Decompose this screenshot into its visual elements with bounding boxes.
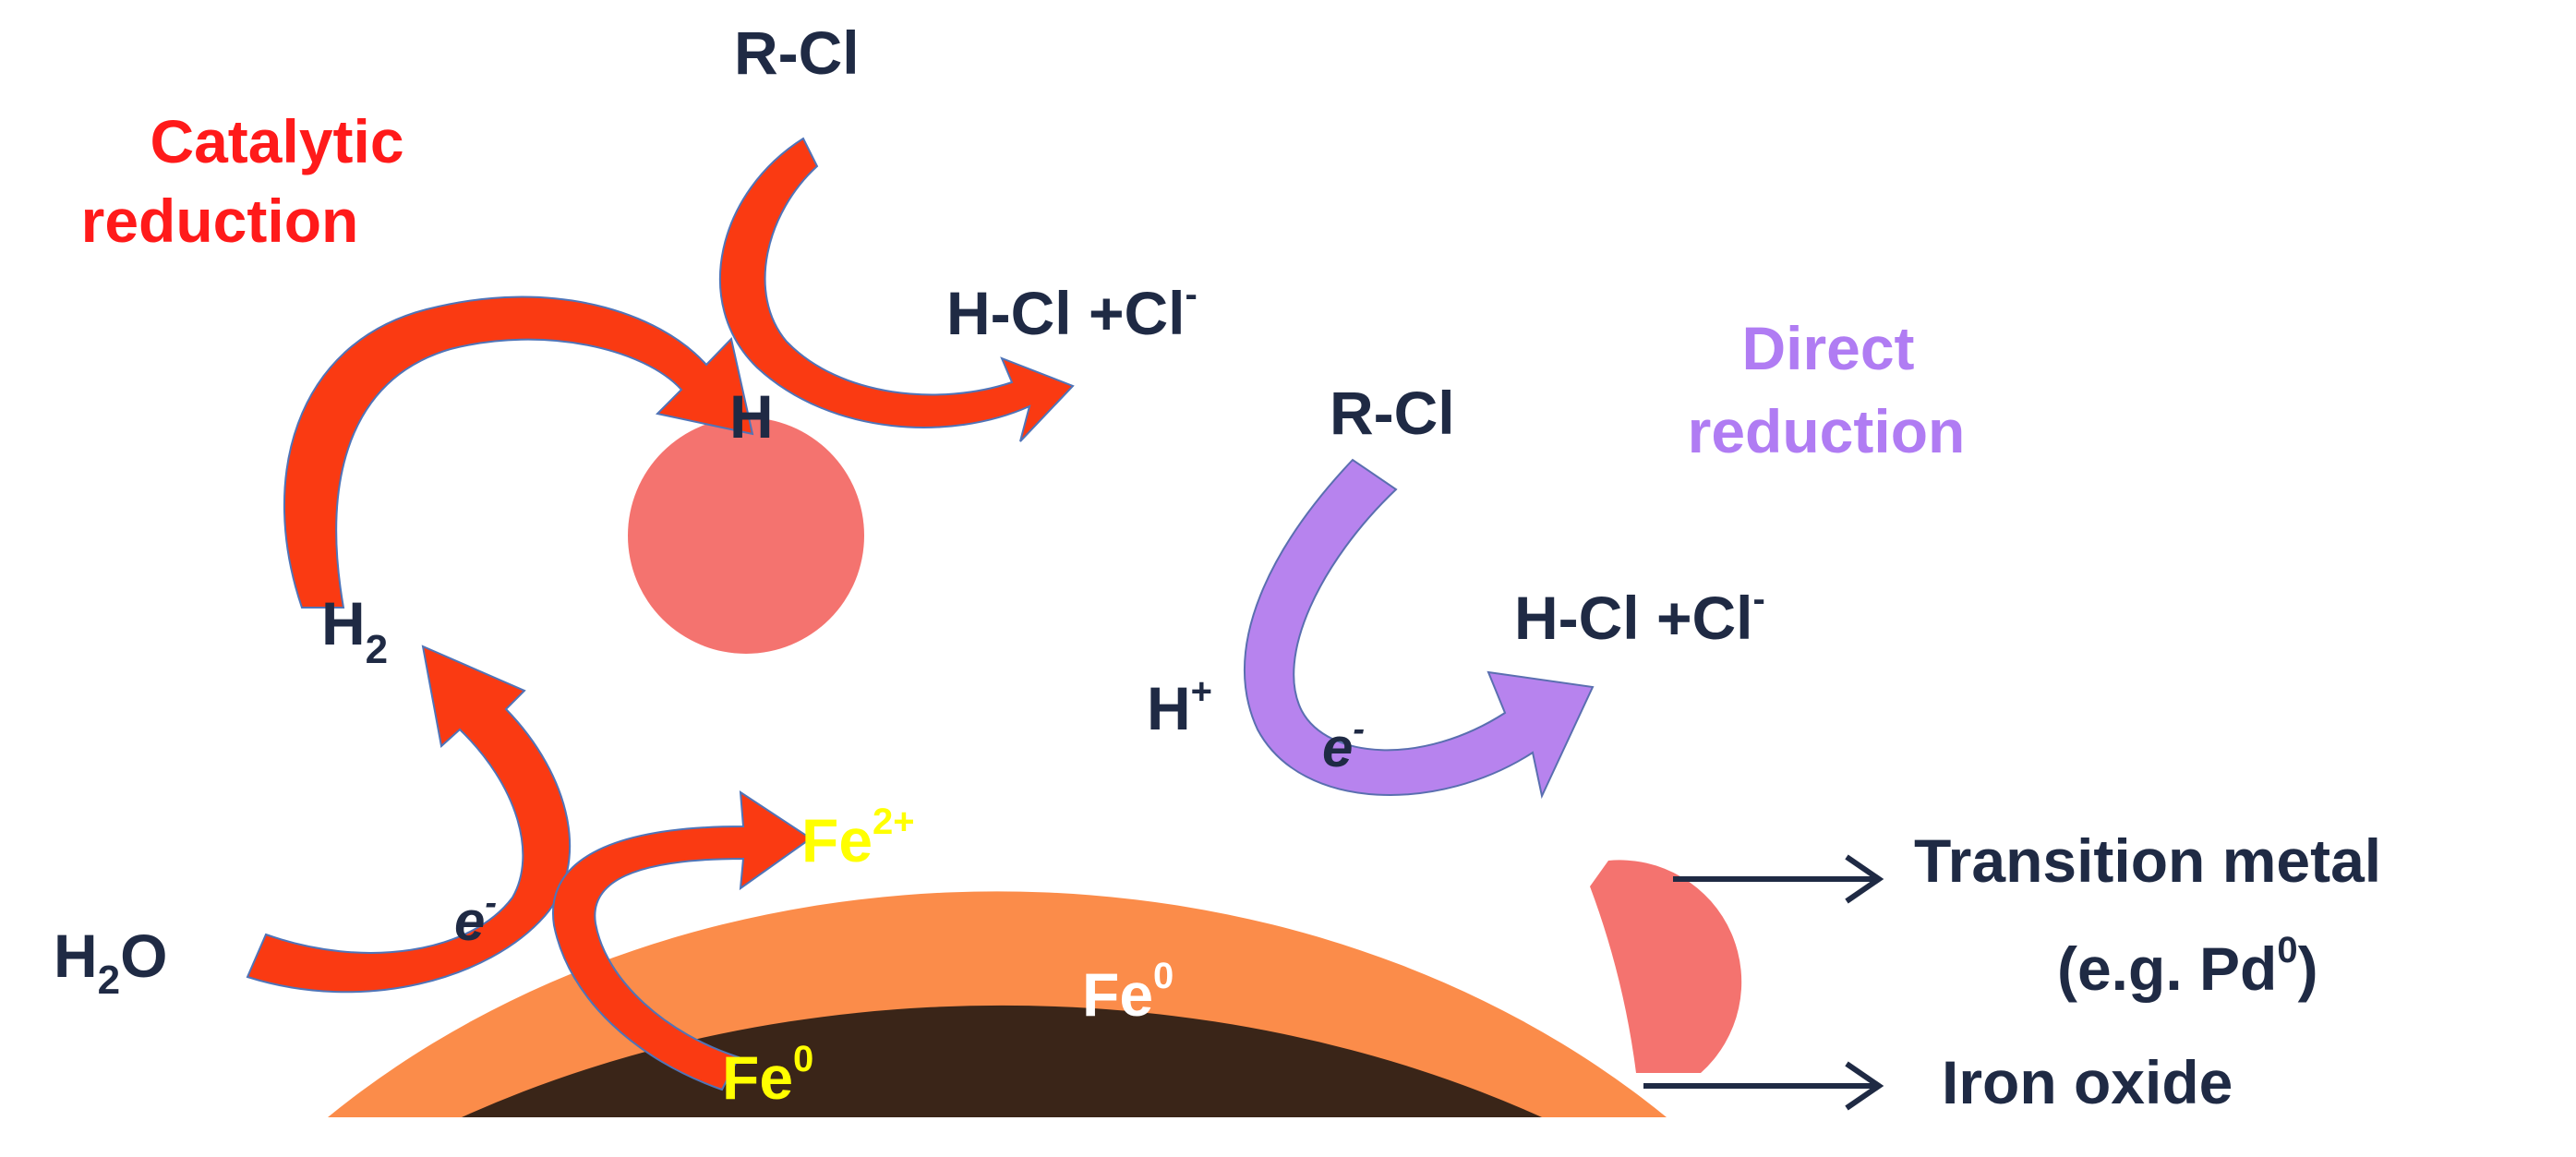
- water-label: H2O: [54, 922, 168, 1003]
- leader-arrowhead-iron-oxide: [1845, 1061, 1884, 1111]
- core-label: Fe0: [1082, 956, 1174, 1029]
- direct-product-label: H-Cl +Cl-: [1514, 579, 1765, 652]
- direct-title-line1: Direct: [1741, 314, 1914, 382]
- catalytic-arrow-h2o-to-h2: [246, 645, 572, 994]
- leader-arrowhead-transition-metal: [1845, 854, 1884, 904]
- fe0-species-label: Fe0: [722, 1039, 813, 1112]
- fe2-ion-label: Fe2+: [801, 801, 915, 874]
- catalytic-arrow-rcl-to-hcl: [718, 137, 1075, 442]
- direct-arrow-rcl-to-hcl: [1244, 458, 1595, 800]
- legend-transition-metal-line2: (e.g. Pd0): [2057, 930, 2318, 1003]
- legend-iron-oxide: Iron oxide: [1942, 1048, 2233, 1116]
- catalytic-product-label: H-Cl +Cl-: [946, 274, 1198, 347]
- catalytic-title-line1: Catalytic: [150, 107, 403, 175]
- legend-transition-metal-line1: Transition metal: [1914, 826, 2381, 895]
- catalytic-arrow-fe0-to-fe2: [552, 790, 813, 1091]
- catalytic-electron-label: e-: [454, 884, 497, 952]
- iron-core: [462, 1005, 1542, 1117]
- catalytic-title-line2: reduction: [81, 187, 359, 255]
- adsorbed-h-label: H: [729, 382, 774, 451]
- transition-metal-particle-side: [1590, 860, 1742, 1073]
- catalytic-arrow-h2-to-h: [283, 295, 754, 609]
- transition-metal-particle-top: [628, 417, 864, 654]
- proton-label: H+: [1147, 671, 1212, 742]
- direct-electron-label: e-: [1322, 710, 1365, 778]
- direct-title-line2: reduction: [1688, 397, 1966, 465]
- direct-reactant-label: R-Cl: [1330, 379, 1455, 447]
- catalytic-reactant-label: R-Cl: [734, 18, 860, 87]
- h2-label: H2: [321, 589, 388, 672]
